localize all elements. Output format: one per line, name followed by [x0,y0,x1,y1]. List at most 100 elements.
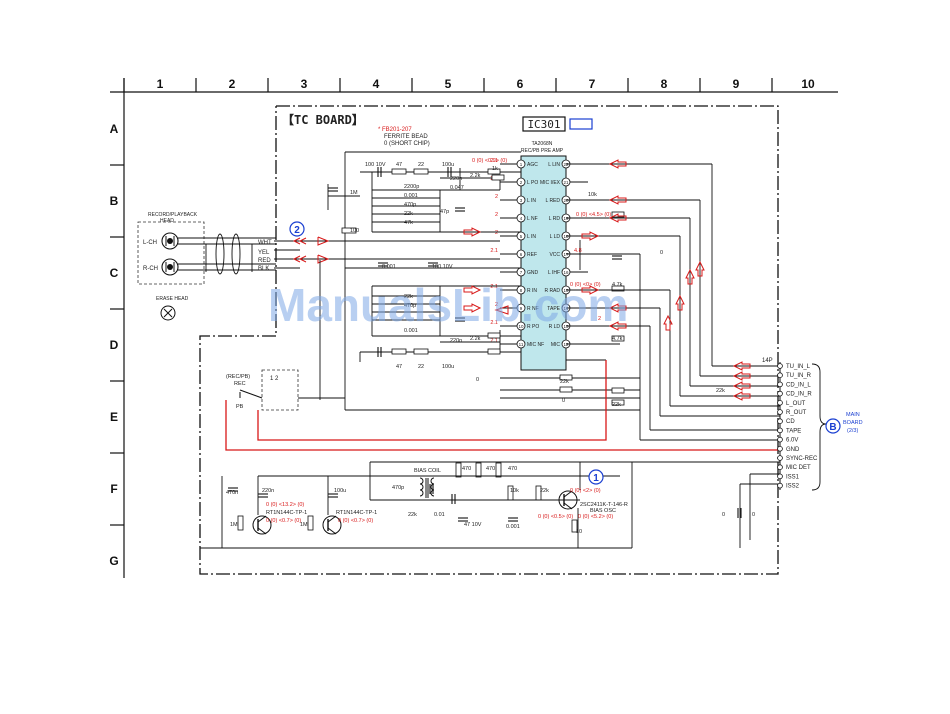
connector-pin-label: ISS2 [786,484,800,490]
head-label-1: RECORD/PLAYBACK [148,212,198,218]
connector-pin-label: TU_IN_R [786,373,812,379]
ic-pin-label: VCC [549,252,560,258]
right-wiring [566,163,780,548]
connector-pin-label: ISS1 [786,474,800,480]
value: 470 [508,466,517,472]
marker-b-label: B [829,422,836,433]
head-label-2: HEAD [160,218,174,224]
value: 0.047 [450,185,464,191]
value: 1M [350,190,358,196]
ic-pin-number: 3 [520,198,523,203]
rec-pb-switch: (REC/PB) REC PB 1 2 [226,369,345,411]
connector-pin-label: CD_IN_R [786,392,812,398]
grid-col-label: 1 [157,77,164,91]
ic301-ref: IC301 [527,118,560,131]
voltage: 0 (0) <2> (0) [570,488,601,494]
ic-pin-label: GND [527,270,539,276]
wire-red: RED [258,258,271,264]
ic-pin-label: MIC [551,342,561,348]
value: 22 [418,364,424,370]
head-cable [178,233,276,275]
lch-head-coil-icon [161,232,179,250]
value: 470p [392,485,404,491]
transistor-q1: RT1N144C-TP-1 [252,510,307,535]
value: 4.7k [612,282,623,288]
board-outline [199,105,779,575]
connector-pin [777,381,783,388]
ic-pin-number: 22 [563,162,569,167]
grid-row-label: E [110,410,118,424]
ic-pin-number: 8 [520,288,523,293]
ic-pin-number: 12 [563,342,569,347]
voltage: 0 (0) <0.7> (0) [266,518,301,524]
connector-pin [777,427,783,434]
ic-pin-label: L PO [527,180,538,186]
value: 22k [408,512,417,518]
ic-pin-number-circle [516,249,526,259]
connector-pin [777,436,783,443]
connector-pins: TU_IN_LTU_IN_RCD_IN_LCD_IN_RL_OUTR_OUTCD… [777,363,818,490]
erase-head-icon [160,305,176,321]
lch-label: L-CH [143,240,157,246]
connector-pin [777,473,783,480]
value: 100u [442,162,454,168]
ic-pin-label: L RD [549,216,561,222]
ic301-part: TA2068N [532,141,553,147]
q2-part: RT1N144C-TP-1 [336,510,377,516]
value: 2.2k [470,173,481,179]
ic-pin-label: R RAD [544,288,560,294]
grid-col-label: 10 [801,77,815,91]
value: 22k [540,488,549,494]
value: 2.2k [470,336,481,342]
grid-row-labels: A B C D E F G [109,122,118,568]
grid-col-label: 6 [517,77,524,91]
grid-col-label: 9 [733,77,740,91]
rch-label: R-CH [143,266,158,272]
ic-pin-number: 14 [563,306,569,311]
grid-row-label: F [110,482,117,496]
resistor-symbols [237,168,625,533]
component-values: 100 10V 47 22 100u 220n 0.047 2.2k 1k 22… [226,162,755,535]
value: 22k [404,211,413,217]
ic-pin-label: L LIN [548,162,560,168]
ic-pin-label: R NF [527,306,539,312]
ic-pin-label: MIC I/EX [540,180,561,186]
value: 47 [396,162,402,168]
ic-pin-voltage: 2.1 [490,284,498,290]
wire-yel: YEL [258,250,270,256]
value: 0 [562,398,565,404]
value: 100 10V [365,162,386,168]
transistor-q2: RT1N144C-TP-1 [322,510,377,535]
value: 47k [404,220,413,226]
grid-col-label: 4 [373,77,380,91]
ic301-function: REC/PB PRE AMP [521,148,564,154]
value: 22k [612,402,621,408]
ic-pin-label: L NF [527,216,538,222]
grid-row-label: C [110,266,119,280]
q1-part: RT1N144C-TP-1 [266,510,307,516]
main-board-line-3: (2/3) [847,428,858,434]
connector-pin-label: 6.0V [786,438,798,444]
ic-pin-number-circle [516,177,526,187]
marker-b [825,418,841,434]
connector-pin [777,482,783,489]
record-playback-head: RECORD/PLAYBACK HEAD L-CH R-CH [137,212,205,285]
grid-row-label: A [110,122,119,136]
value: 0 [660,250,663,256]
ic-pin-number-circle [561,267,571,277]
ic-pin-number: 15 [563,288,569,293]
voltage: 0 (0) <0.5> (0) [538,514,573,520]
ic-pin-number: 11 [519,342,524,347]
connector-pin-label: CD_IN_L [786,382,811,388]
signal-arrows-left [292,236,330,264]
connector-ref: 14P [762,358,773,364]
ic-pin-voltage: 2 [495,194,498,200]
value: 220n [450,176,462,182]
value: 100 [350,228,359,234]
ic-pin-number-circle [516,339,526,349]
value: 470p [404,303,416,309]
value: 22 [418,162,424,168]
ic-pin-number-circle [516,321,526,331]
